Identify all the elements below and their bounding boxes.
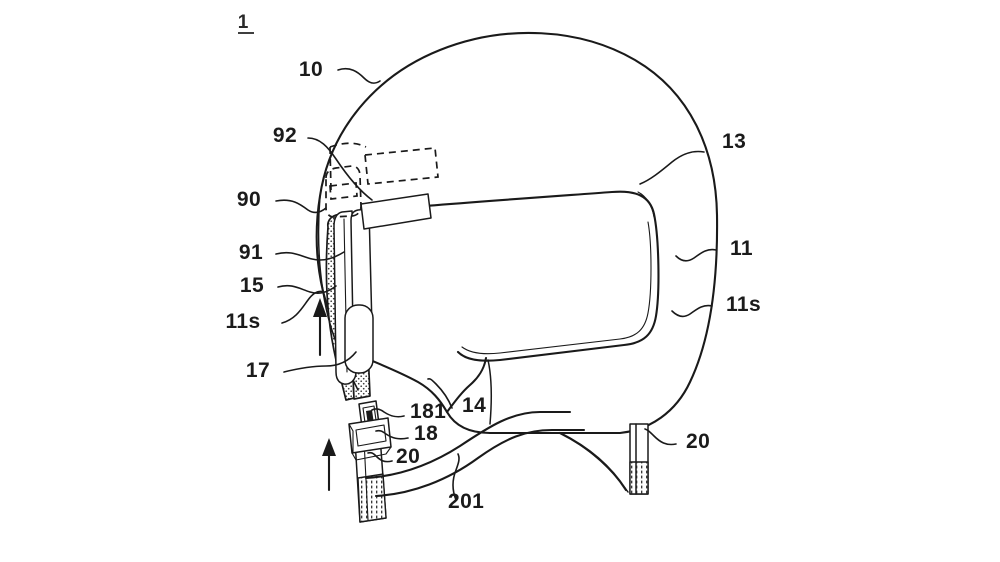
- ref-label-91: 91: [239, 241, 263, 264]
- ref-label-13: 13: [722, 130, 746, 153]
- ref-label-181: 181: [410, 400, 446, 423]
- ref-label-10: 10: [299, 58, 323, 81]
- ref-label-11: 11: [730, 237, 753, 260]
- ref-label-90: 90: [237, 188, 261, 211]
- chin-bar: [445, 356, 493, 425]
- ref-label-17: 17: [246, 359, 270, 382]
- ref-label-11s-left: 11s: [225, 310, 260, 333]
- ref-label-15: 15: [240, 274, 264, 297]
- chin-strap-right: [558, 423, 649, 495]
- ref-label-14: 14: [462, 394, 486, 417]
- strap-branch-201: [364, 410, 586, 498]
- leader-lines: [275, 67, 717, 501]
- figure-number: 1: [238, 12, 249, 33]
- visor-opening: [364, 190, 660, 362]
- ref-label-20-left: 20: [396, 445, 420, 468]
- arrow-buckle-engagement: [322, 438, 336, 492]
- ref-label-18: 18: [414, 422, 438, 445]
- ref-label-20-right: 20: [686, 430, 710, 453]
- ref-label-11s-right: 11s: [726, 293, 761, 316]
- ref-label-92: 92: [273, 124, 297, 147]
- pad-insert-17: [344, 304, 374, 374]
- bracket-plate-90: [360, 193, 432, 230]
- hidden-component-92: [325, 142, 439, 218]
- ref-label-201: 201: [448, 490, 484, 513]
- arrow-pad-insertion: [313, 298, 327, 357]
